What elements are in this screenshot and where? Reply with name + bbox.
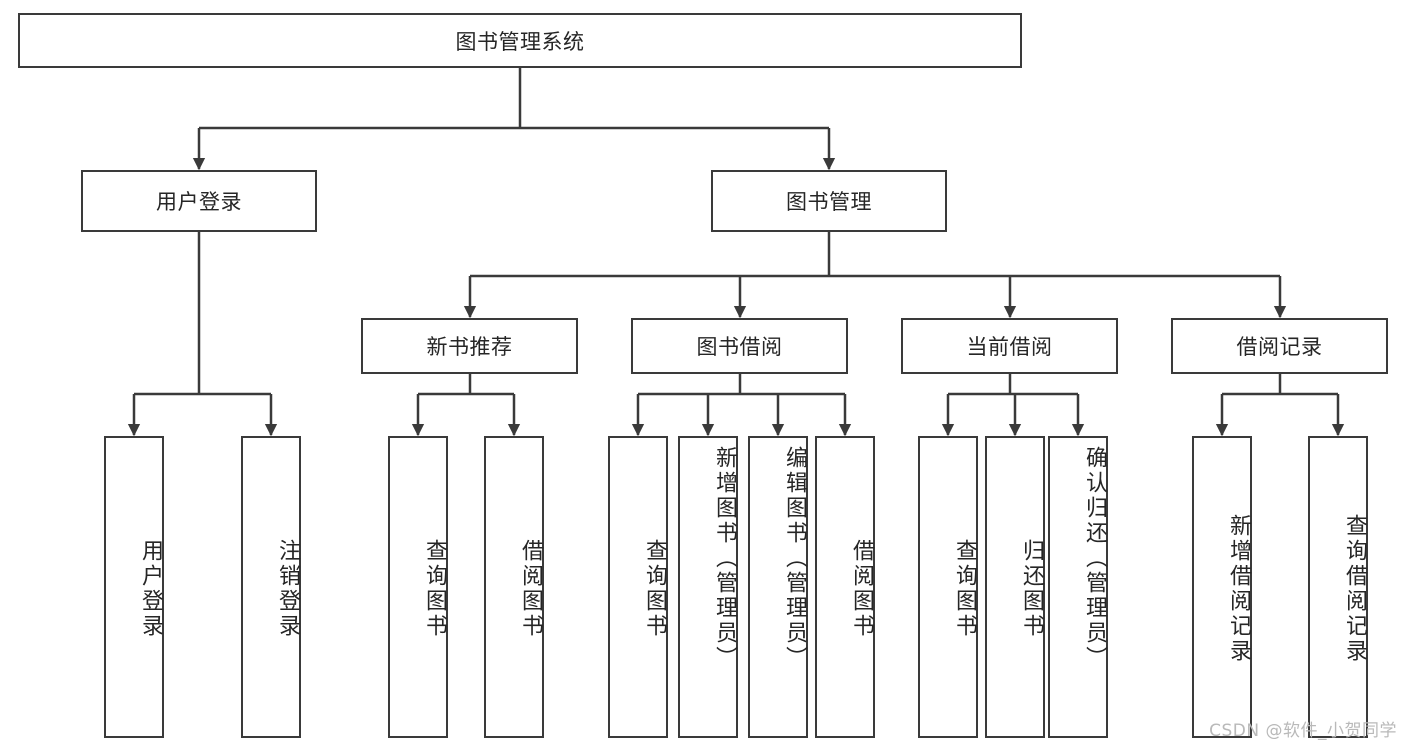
node-label: 查询图书 <box>642 539 667 639</box>
node-label: 图书借阅 <box>696 335 783 359</box>
node-label: 新书推荐 <box>426 335 513 359</box>
node-leaf-borrow-book-1: 借阅图书 <box>484 436 544 738</box>
node-label: 借阅记录 <box>1236 335 1323 359</box>
node-label: 注销登录 <box>275 539 300 639</box>
node-label: 查询图书 <box>422 539 447 639</box>
node-root: 图书管理系统 <box>18 13 1022 68</box>
node-user-login: 用户登录 <box>81 170 317 232</box>
node-leaf-query-book-2: 查询图书 <box>608 436 668 738</box>
node-current-borrow: 当前借阅 <box>901 318 1118 374</box>
node-label: 查询借阅记录 <box>1342 514 1367 664</box>
node-label: 确认归还（管理员） <box>1082 446 1107 671</box>
node-label: 图书管理 <box>786 190 872 214</box>
node-label: 当前借阅 <box>966 335 1053 359</box>
node-label: 借阅图书 <box>849 539 874 639</box>
node-leaf-add-book: 新增图书（管理员） <box>678 436 738 738</box>
node-label: 归还图书 <box>1019 539 1044 639</box>
node-label: 用户登录 <box>138 539 163 639</box>
node-leaf-confirm-return: 确认归还（管理员） <box>1048 436 1108 738</box>
node-label: 编辑图书（管理员） <box>782 446 807 671</box>
node-label: 新增图书（管理员） <box>712 446 737 671</box>
node-label: 图书管理系统 <box>455 29 585 54</box>
node-book-borrow: 图书借阅 <box>631 318 848 374</box>
node-leaf-user-logout: 注销登录 <box>241 436 301 738</box>
node-leaf-edit-book: 编辑图书（管理员） <box>748 436 808 738</box>
node-book-manage: 图书管理 <box>711 170 947 232</box>
node-leaf-query-record: 查询借阅记录 <box>1308 436 1368 738</box>
node-label: 用户登录 <box>156 190 242 214</box>
node-leaf-return-book: 归还图书 <box>985 436 1045 738</box>
node-leaf-user-login: 用户登录 <box>104 436 164 738</box>
node-borrow-record: 借阅记录 <box>1171 318 1388 374</box>
node-leaf-add-record: 新增借阅记录 <box>1192 436 1252 738</box>
node-leaf-query-book-3: 查询图书 <box>918 436 978 738</box>
node-new-book-rec: 新书推荐 <box>361 318 578 374</box>
node-label: 借阅图书 <box>518 539 543 639</box>
node-leaf-borrow-book-2: 借阅图书 <box>815 436 875 738</box>
node-label: 新增借阅记录 <box>1226 514 1251 664</box>
node-leaf-query-book-1: 查询图书 <box>388 436 448 738</box>
node-label: 查询图书 <box>952 539 977 639</box>
